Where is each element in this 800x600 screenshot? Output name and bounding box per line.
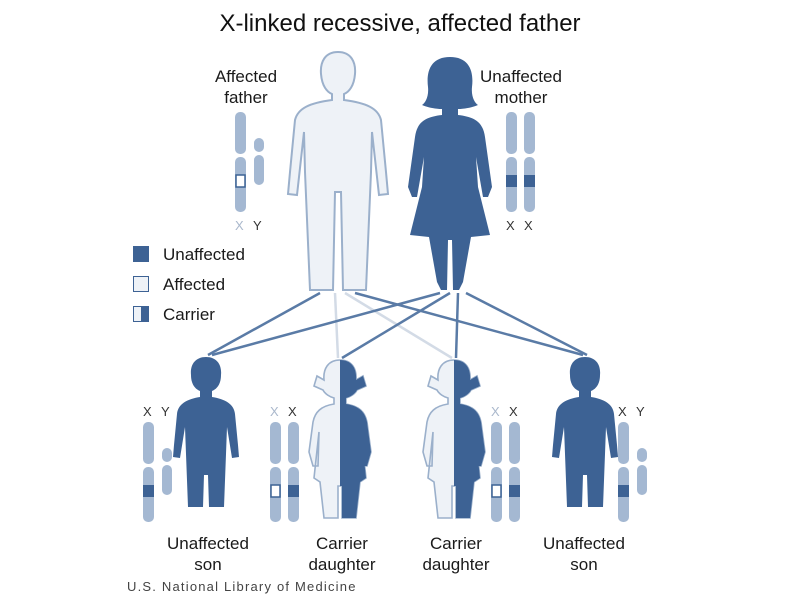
line-father-daughter1 <box>335 293 338 358</box>
mother-chr-x1: X <box>506 218 515 233</box>
legend-item-affected: Affected <box>133 275 263 295</box>
son1-chromosomes <box>143 422 172 522</box>
legend-swatch-carrier <box>133 306 149 322</box>
daughter-figure-2 <box>423 360 485 518</box>
legend-swatch-unaffected <box>133 246 149 262</box>
legend-swatch-affected <box>133 276 149 292</box>
daughter2-chromosomes <box>491 422 520 522</box>
daughter-figure-1 <box>309 360 371 518</box>
son2-chromosomes <box>618 422 647 522</box>
daughter1-chr-x1: X <box>270 404 279 419</box>
father-chr-x: X <box>235 218 244 233</box>
credit-text: U.S. National Library of Medicine <box>127 579 357 594</box>
son1-chr-x: X <box>143 404 152 419</box>
daughter1-chromosomes <box>270 422 299 522</box>
mother-chr-x2: X <box>524 218 533 233</box>
line-mother-son2 <box>466 293 587 355</box>
legend-label-carrier: Carrier <box>163 305 215 325</box>
line-father-son2 <box>355 293 583 355</box>
daughter1-chr-x2: X <box>288 404 297 419</box>
son1-chr-y: Y <box>161 404 170 419</box>
legend-label-affected: Affected <box>163 275 225 295</box>
legend-label-unaffected: Unaffected <box>163 245 245 265</box>
line-mother-daughter2 <box>456 293 458 358</box>
father-chromosomes <box>235 112 264 212</box>
son2-chr-y: Y <box>636 404 645 419</box>
mother-chromosomes <box>506 112 535 212</box>
son2-chr-x: X <box>618 404 627 419</box>
daughter2-chr-x1: X <box>491 404 500 419</box>
father-figure <box>288 52 388 290</box>
son-figure-2 <box>552 357 618 507</box>
son-figure-1 <box>173 357 239 507</box>
legend-item-unaffected: Unaffected <box>133 245 263 265</box>
father-chr-y: Y <box>253 218 262 233</box>
daughter2-chr-x2: X <box>509 404 518 419</box>
inheritance-lines <box>208 293 587 358</box>
legend-item-carrier: Carrier <box>133 305 263 325</box>
